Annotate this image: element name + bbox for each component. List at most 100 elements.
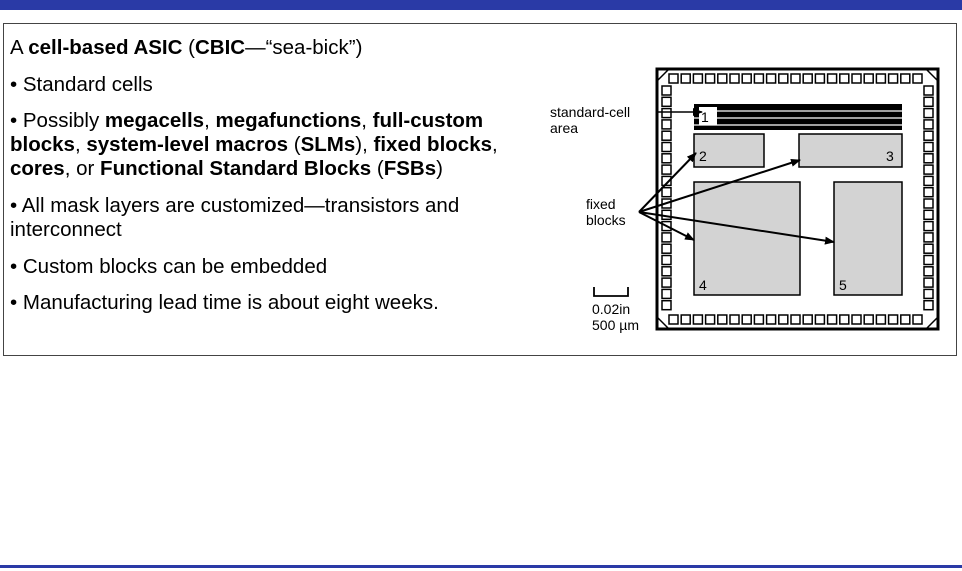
fixed-block-4 — [693, 181, 801, 296]
io-pad — [923, 153, 934, 164]
block-2-label: 2 — [699, 148, 707, 164]
top-accent-bar — [0, 0, 962, 10]
text-run: , — [361, 109, 373, 132]
io-pad — [692, 314, 704, 325]
io-pad — [765, 314, 777, 325]
text-run: —“sea-bick”) — [245, 36, 363, 59]
text-run: • Possibly — [10, 109, 105, 132]
slide-content-panel: A cell-based ASIC (CBIC—“sea-bick”) • St… — [3, 23, 957, 356]
io-pad — [778, 314, 789, 325]
bold-term: SLMs — [300, 133, 356, 156]
io-pad — [912, 314, 923, 325]
fixed-block-5 — [833, 181, 903, 296]
block-3-label: 3 — [886, 148, 894, 164]
bold-term: megacells — [104, 109, 205, 132]
text-run: , — [74, 133, 87, 156]
io-pad — [863, 73, 874, 84]
io-pad — [826, 314, 838, 325]
io-pad — [887, 314, 899, 325]
fixed-block-2 — [693, 133, 765, 168]
bullet-lead-time: • Manufacturing lead time is about eight… — [10, 291, 530, 315]
io-pad — [923, 186, 934, 198]
cbic-die-diagram: 1 2 3 4 5 standard-cell area fixed block… — [550, 67, 940, 333]
io-pad — [923, 141, 934, 153]
io-pad — [923, 119, 934, 130]
io-pads — [661, 73, 934, 325]
io-pad — [900, 314, 911, 325]
bullet-custom-blocks: • Custom blocks can be embedded — [10, 255, 530, 279]
io-pad — [875, 73, 887, 84]
text-run: • Custom blocks can be embedded — [10, 255, 328, 278]
io-pad — [912, 73, 923, 84]
io-pad — [680, 73, 691, 84]
io-pad — [802, 314, 813, 325]
bullet-possibly-blocks: • Possibly megacells, megafunctions, ful… — [10, 109, 530, 181]
io-pad — [741, 73, 752, 84]
text-run: • Standard cells — [10, 73, 153, 96]
text-run: , — [492, 133, 498, 156]
bottom-accent-bar — [0, 565, 962, 568]
blocks-label: blocks — [586, 212, 626, 228]
io-pad — [923, 220, 934, 232]
io-pad — [661, 277, 672, 288]
bold-term: cores — [10, 157, 65, 180]
io-pad — [839, 314, 850, 325]
io-pad — [680, 314, 691, 325]
io-pad — [661, 96, 672, 108]
io-pad — [704, 314, 716, 325]
io-pad — [923, 130, 934, 141]
bold-term: cell-based ASIC — [28, 36, 183, 59]
io-pad — [661, 288, 672, 300]
io-pad — [900, 73, 911, 84]
standard-cell-area-label: area — [550, 120, 578, 136]
io-pad — [692, 73, 704, 84]
io-pad — [814, 314, 826, 325]
io-pad — [923, 198, 934, 209]
io-pad — [753, 73, 765, 84]
io-pad — [661, 130, 672, 141]
block-4-label: 4 — [699, 277, 707, 293]
io-pad — [661, 232, 672, 243]
fixed-block-arrows — [638, 152, 835, 245]
text-run: ( — [371, 157, 384, 180]
io-pad — [875, 314, 887, 325]
io-pad — [753, 314, 765, 325]
io-pad — [923, 96, 934, 108]
io-pad — [661, 243, 672, 254]
bullet-standard-cells: • Standard cells — [10, 73, 530, 97]
text-run: • All mask layers are customized—transis… — [10, 194, 460, 241]
block-5-label: 5 — [839, 277, 847, 293]
bold-term: megafunctions — [215, 109, 362, 132]
io-pad — [661, 266, 672, 277]
text-run: ) — [436, 157, 443, 180]
io-pad — [661, 254, 672, 266]
bold-term: CBIC — [194, 36, 246, 59]
bold-term: system-level macros — [86, 133, 289, 156]
scale-label-inches: 0.02in — [592, 301, 630, 317]
block-1-label: 1 — [701, 109, 709, 125]
io-pad — [661, 141, 672, 153]
bullet-mask-layers: • All mask layers are customized—transis… — [10, 194, 530, 242]
scale-bar — [593, 287, 629, 297]
io-pad — [923, 277, 934, 288]
io-pad — [923, 299, 934, 311]
io-pad — [661, 164, 672, 175]
io-pad — [729, 314, 740, 325]
io-pad — [802, 73, 813, 84]
io-pad — [661, 107, 672, 119]
scale-label-microns: 500 µm — [592, 317, 639, 333]
io-pad — [790, 314, 801, 325]
intro-line: A cell-based ASIC (CBIC—“sea-bick”) — [10, 36, 530, 60]
io-pad — [814, 73, 826, 84]
io-pad — [717, 314, 728, 325]
io-pad — [661, 119, 672, 130]
bold-term: FSBs — [383, 157, 437, 180]
text-run: , — [204, 109, 216, 132]
io-pad — [887, 73, 899, 84]
text-run: • Manufacturing lead time is about eight… — [10, 291, 439, 314]
io-pad — [923, 254, 934, 266]
io-pad — [851, 314, 862, 325]
io-pad — [741, 314, 752, 325]
io-pad — [765, 73, 777, 84]
io-pad — [704, 73, 716, 84]
